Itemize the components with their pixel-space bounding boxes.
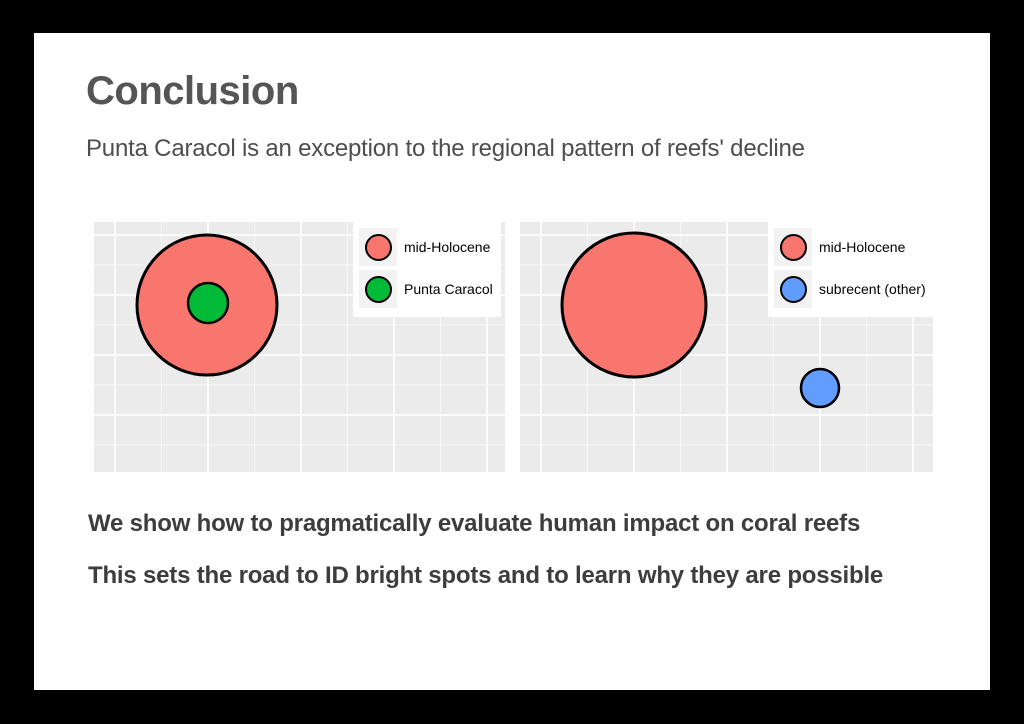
legend-entry-subrecent-other: subrecent (other)	[774, 270, 926, 308]
legend-key	[774, 228, 812, 266]
legend-entry-mid-holocene: mid-Holocene	[359, 228, 493, 266]
legend-key	[359, 228, 397, 266]
legend-key	[774, 270, 812, 308]
legend-entry-mid-holocene: mid-Holocene	[774, 228, 926, 266]
bubble-chart-subrecent: mid-Holocene subrecent (other)	[520, 222, 934, 472]
legend-label: subrecent (other)	[819, 281, 926, 297]
bubble-subrecent-other	[799, 367, 841, 409]
legend-circle-icon	[364, 233, 392, 261]
takeaway-line-2: This sets the road to ID bright spots an…	[88, 562, 884, 589]
bubble-mid-holocene	[560, 231, 708, 379]
legend-label: mid-Holocene	[819, 239, 906, 255]
legend-circle-icon	[779, 233, 807, 261]
page-title: Conclusion	[86, 69, 299, 113]
legend-circle-icon	[779, 275, 807, 303]
legend-key	[359, 270, 397, 308]
subtitle: Punta Caracol is an exception to the reg…	[86, 135, 805, 162]
slide: Conclusion Punta Caracol is an exception…	[34, 33, 990, 690]
legend-label: mid-Holocene	[404, 239, 491, 255]
legend-label: Punta Caracol	[404, 281, 493, 297]
chart-legend: mid-Holocene subrecent (other)	[768, 222, 934, 317]
bubble-punta-caracol	[186, 281, 230, 325]
takeaway-line-1: We show how to pragmatically evaluate hu…	[88, 510, 861, 537]
legend-circle-icon	[364, 275, 392, 303]
legend-entry-punta-caracol: Punta Caracol	[359, 270, 493, 308]
